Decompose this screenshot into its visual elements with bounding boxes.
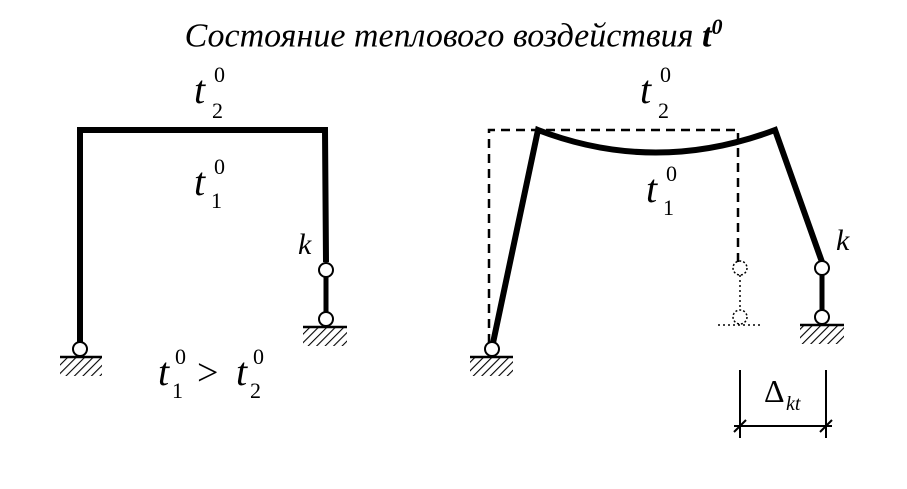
ineq-gt: > [197, 352, 218, 394]
right-frame: t 0 2 t 0 1 k Δ kt [470, 62, 850, 438]
original-link-dotted [718, 260, 762, 326]
ineq-t2-deg: 0 [253, 344, 264, 369]
title-sup: 0 [711, 14, 723, 39]
label-t2-left-deg: 0 [214, 62, 225, 87]
label-delta: Δ [764, 373, 785, 409]
label-delta-sub: kt [786, 393, 801, 415]
label-k-left: k [298, 228, 312, 261]
label-t2-right-deg: 0 [660, 62, 671, 87]
left-frame-members [77, 127, 329, 343]
link-bottom-hinge [318, 311, 334, 327]
label-t1-right: t [646, 166, 658, 211]
label-t2-right: t [640, 67, 652, 112]
node-k-hinge [318, 262, 334, 278]
inequality: t 0 1 > t 0 2 [158, 344, 264, 403]
ineq-t2-sub: 2 [250, 378, 261, 403]
label-t1-right-sub: 1 [663, 195, 674, 220]
label-t2-right-sub: 2 [658, 98, 669, 123]
label-t2-left: t [194, 67, 206, 112]
original-shape-dashed [487, 128, 740, 343]
left-pin-support [60, 341, 102, 376]
ineq-t1-sub: 1 [172, 378, 183, 403]
diagram-title: Состояние теплового воздействия t0 [0, 14, 907, 55]
ineq-t1: t [158, 349, 170, 394]
left-frame: t 0 2 t 0 1 k t 0 1 > t 0 2 [60, 62, 347, 403]
node-k-hinge-deformed [814, 260, 830, 276]
right-frame-pin-support [470, 341, 513, 376]
displacement-dimension: Δ kt [733, 370, 833, 438]
title-var: t [701, 17, 712, 55]
label-t1-left: t [194, 159, 206, 204]
deformed-shape [490, 125, 825, 344]
title-text: Состояние теплового воздействия [184, 17, 702, 55]
label-t2-left-sub: 2 [212, 98, 223, 123]
label-t1-left-sub: 1 [211, 188, 222, 213]
label-k-right: k [836, 224, 850, 257]
left-hinge [72, 341, 88, 357]
ineq-t1-deg: 0 [175, 344, 186, 369]
ineq-t2: t [236, 349, 248, 394]
label-t1-right-deg: 0 [666, 161, 677, 186]
label-t1-left-deg: 0 [214, 154, 225, 179]
right-link-support [303, 262, 347, 346]
right-frame-link-support [800, 260, 844, 344]
